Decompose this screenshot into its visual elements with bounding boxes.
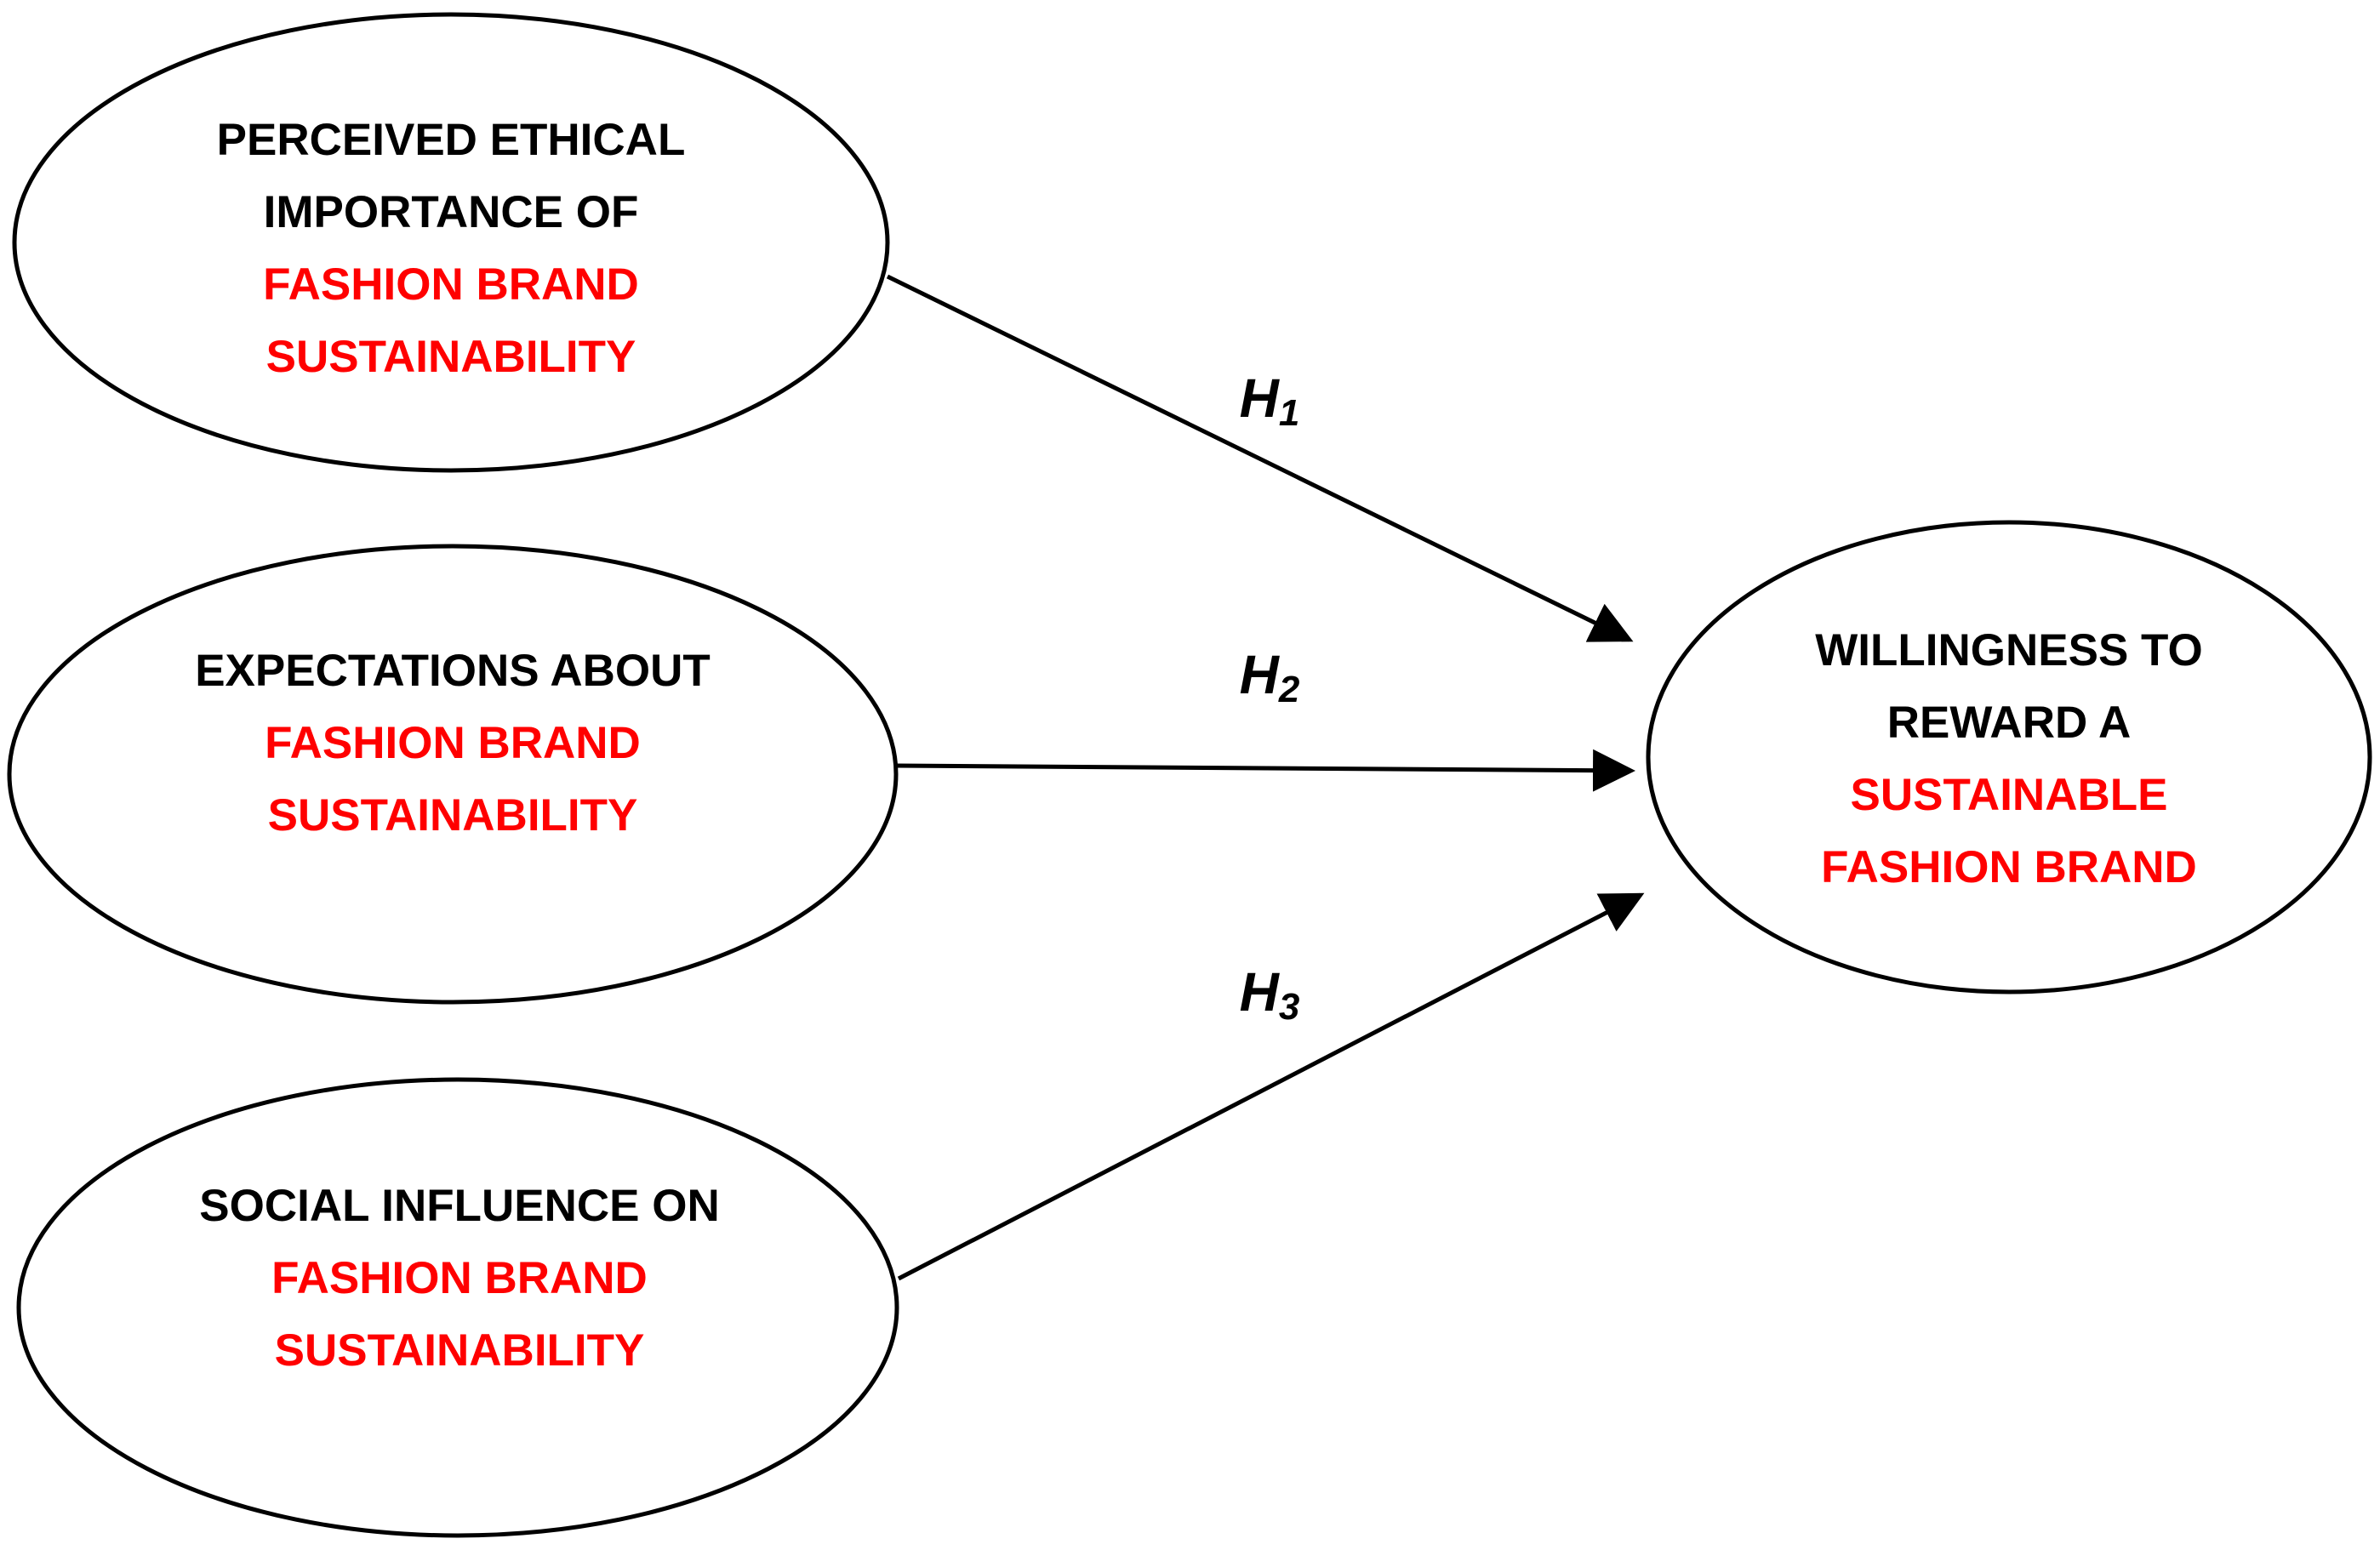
node-expectations	[7, 544, 899, 1005]
social-line-1: SOCIAL INFLUENCE ON	[199, 1181, 720, 1231]
hypothesis-h1-label: H1	[1240, 368, 1300, 434]
arrow-h3	[897, 892, 1645, 1281]
willingness-line-2: REWARD A	[1887, 698, 2132, 748]
node-willingness-text: WILLINGNESS TO REWARD A SUSTAINABLE FASHION…	[1815, 625, 2202, 892]
hypothesis-h2-letter: H	[1240, 644, 1281, 705]
social-line-2: FASHION BRAND	[271, 1253, 648, 1303]
hypothesis-h2-sub: 2	[1278, 669, 1300, 710]
hypothesis-h1-letter: H	[1240, 368, 1281, 429]
node-willingness-to-reward	[1646, 520, 2372, 994]
willingness-line-3: SUSTAINABLE	[1851, 770, 2168, 820]
perceived-line-4: SUSTAINABILITY	[266, 332, 636, 382]
hypothesis-h3-label: H3	[1240, 961, 1300, 1028]
node-perceived-text: PERCEIVED ETHICAL IMPORTANCE OF FASHION BR…	[217, 115, 686, 382]
perceived-line-3: FASHION BRAND	[263, 259, 639, 310]
hypothesis-h3-sub: 3	[1279, 986, 1299, 1028]
hypothesis-h2-label: H2	[1240, 644, 1300, 710]
willingness-line-1: WILLINGNESS TO	[1815, 625, 2202, 675]
node-social-influence	[16, 1077, 899, 1538]
hypothesis-h3-letter: H	[1240, 961, 1281, 1023]
hypothesis-h1-sub: 1	[1279, 392, 1299, 434]
expectations-line-3: SUSTAINABILITY	[268, 790, 638, 841]
willingness-line-4: FASHION BRAND	[1821, 842, 2197, 892]
perceived-line-2: IMPORTANCE OF	[264, 187, 639, 237]
arrow-h1	[886, 274, 1634, 642]
node-expectations-text: EXPECTATIONS ABOUT FASHION BRAND SUSTAINAB…	[195, 646, 711, 841]
expectations-line-1: EXPECTATIONS ABOUT	[195, 646, 711, 696]
node-perceived-ethical-importance	[12, 12, 890, 473]
social-line-3: SUSTAINABILITY	[275, 1325, 645, 1376]
perceived-line-1: PERCEIVED ETHICAL	[217, 115, 686, 165]
node-social-text: SOCIAL INFLUENCE ON FASHION BRAND SUSTAINA…	[199, 1181, 720, 1376]
arrow-h2	[895, 749, 1635, 792]
expectations-line-2: FASHION BRAND	[265, 718, 641, 768]
